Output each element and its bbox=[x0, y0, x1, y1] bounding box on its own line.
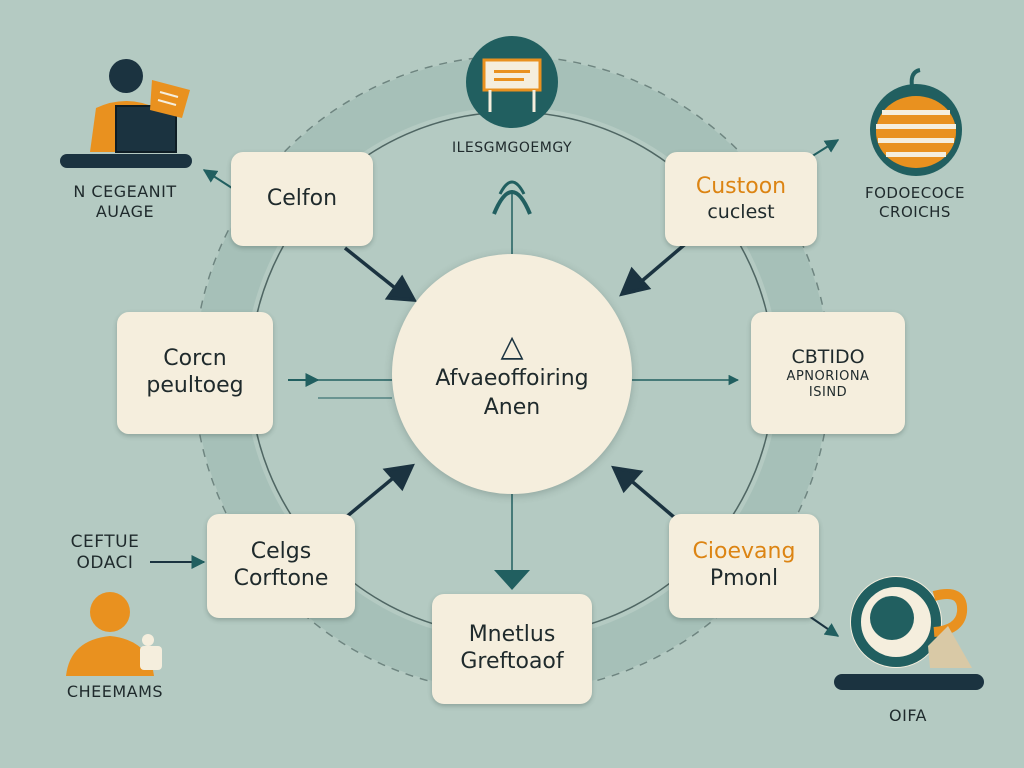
node-sublabel-2: ISIND bbox=[808, 384, 848, 400]
label-left-mid: CEFTUE ODACI bbox=[70, 532, 140, 574]
top-arch-mark bbox=[492, 190, 532, 215]
node-top-right[interactable]: Custoon cuclest bbox=[665, 152, 817, 246]
node-sublabel: cuclest bbox=[707, 200, 775, 223]
node-mid-right[interactable]: CBTIDO APNORIONA ISIND bbox=[751, 312, 905, 434]
node-label: CBTIDO bbox=[791, 345, 865, 368]
node-sublabel: peultoeg bbox=[146, 373, 244, 398]
label-top-right: FODOECOCE CROICHS bbox=[864, 184, 965, 221]
label-bottom-right: OIFA bbox=[889, 706, 927, 725]
arrow-br-head bbox=[611, 465, 644, 494]
arrow-bl-head bbox=[382, 463, 415, 492]
node-sublabel: Greftoaof bbox=[460, 649, 564, 674]
node-sublabel: APNORIONA bbox=[786, 368, 870, 384]
arrow-bl-in bbox=[343, 472, 400, 520]
label-bottom-left: CHEEMAMS bbox=[66, 682, 164, 701]
node-bottom-left[interactable]: Celgs Corftone bbox=[207, 514, 355, 618]
node-bottom-right[interactable]: Cioevang Pmonl bbox=[669, 514, 819, 618]
person-at-laptop-icon bbox=[60, 59, 192, 168]
top-arch-mark-inner bbox=[498, 180, 526, 195]
node-label: Corcn bbox=[163, 346, 227, 372]
node-sublabel: Pmonl bbox=[709, 566, 779, 591]
arrow-tl-head bbox=[384, 274, 418, 302]
arrow-br-in bbox=[626, 476, 677, 520]
node-top-left[interactable]: Celfon bbox=[231, 152, 373, 246]
arrow-tr-head bbox=[619, 266, 652, 297]
node-label: Cioevang bbox=[692, 539, 796, 565]
node-mid-left[interactable]: Corcn peultoeg bbox=[117, 312, 273, 434]
ring-device-icon bbox=[834, 576, 984, 690]
billboard-icon bbox=[466, 36, 558, 128]
arrow-to-bottom-right-icon bbox=[805, 613, 840, 637]
label-top-center: ILESGMGOEMGY bbox=[451, 140, 573, 156]
triangle-icon: △ bbox=[500, 328, 524, 364]
arrow-to-top-left-figure bbox=[202, 169, 233, 189]
node-sublabel: Corftone bbox=[233, 566, 329, 591]
person-bust-icon bbox=[66, 592, 162, 676]
node-label: Custoon bbox=[695, 174, 787, 199]
node-bottom-center[interactable]: Mnetlus Greftoaof bbox=[432, 594, 592, 704]
node-label: Mnetlus bbox=[468, 622, 556, 648]
arrow-tl-in bbox=[343, 246, 402, 294]
hub-title-line1: Afvaeoffoiring bbox=[435, 365, 589, 391]
arrow-tr-in bbox=[634, 238, 692, 288]
node-label: Celgs bbox=[250, 539, 312, 565]
node-label: Celfon bbox=[266, 185, 338, 211]
striped-ball-icon bbox=[870, 68, 962, 176]
central-hub: △ Afvaeoffoiring Anen bbox=[392, 254, 632, 494]
arrow-bottom-head bbox=[494, 570, 530, 590]
hub-title-line2: Anen bbox=[483, 394, 541, 420]
label-top-left: N CEGEANIT AUAGE bbox=[73, 182, 177, 221]
